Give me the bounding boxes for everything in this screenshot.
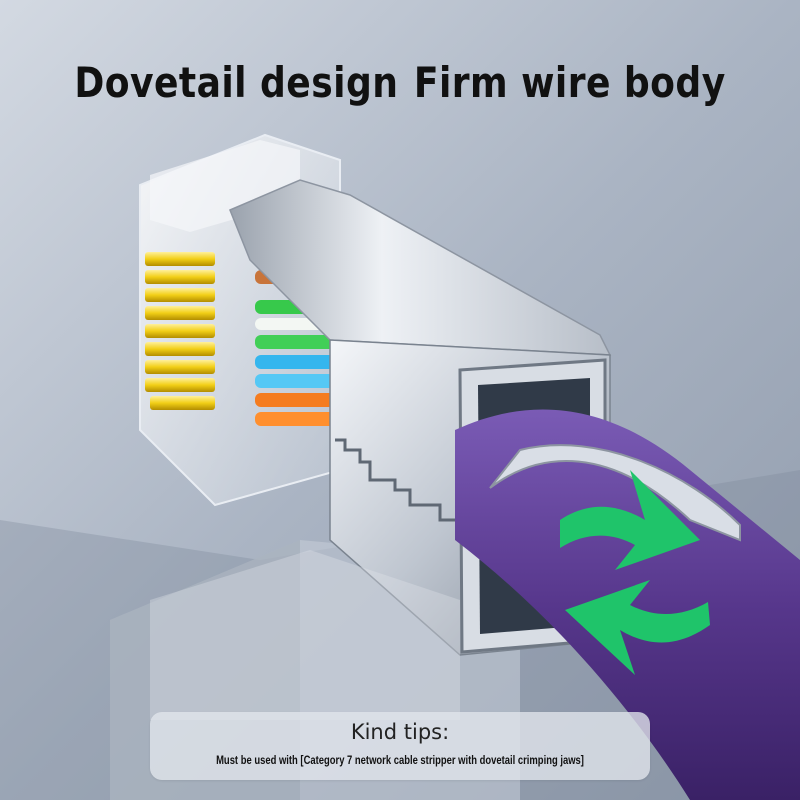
headline-dovetail-design: Dovetail design — [74, 58, 399, 107]
rotation-arrow-icon — [560, 470, 710, 675]
headline: Dovetail design Firm wire body — [56, 58, 744, 107]
headline-firm-wire-body: Firm wire body — [413, 58, 726, 107]
kind-tips-title: Kind tips: — [350, 720, 450, 744]
gold-contacts — [145, 252, 215, 410]
kind-tips-box: Kind tips: Must be used with [Category 7… — [150, 712, 650, 780]
kind-tips-note: Must be used with [Category 7 network ca… — [216, 755, 584, 767]
